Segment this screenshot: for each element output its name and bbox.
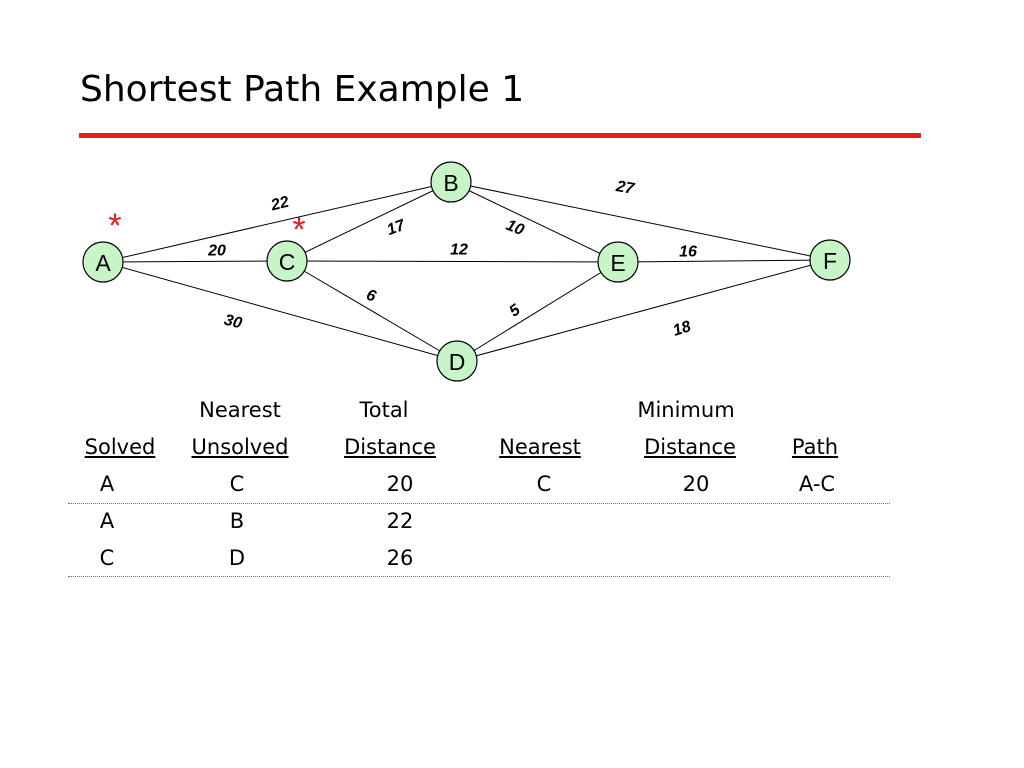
row-2-unsolved: D [228, 546, 246, 570]
edge-B-E [450, 181, 619, 263]
node-A: A [82, 241, 124, 283]
row-2-solved: C [99, 546, 115, 570]
edge-weight-D-E: 5 [506, 301, 524, 321]
edge-weight-C-E: 12 [450, 242, 468, 259]
row-0-unsolved: C [229, 472, 245, 496]
node-F: F [809, 239, 851, 281]
edge-A-B [102, 181, 452, 263]
row-0-nearest: C [536, 472, 552, 496]
node-label-E: E [610, 250, 625, 276]
node-label-F: F [823, 248, 837, 274]
node-label-C: C [279, 249, 296, 275]
header-nearest: Nearest [499, 435, 581, 459]
edge-C-B [286, 181, 452, 262]
node-label-B: B [443, 170, 458, 196]
node-label-A: A [95, 250, 111, 276]
graph-diagram: 22 20 30 17 12 6 10 27 16 5 18 * * A B C D E F [82, 161, 851, 382]
edge-B-F [450, 181, 831, 261]
slide-title: Shortest Path Example 1 [80, 69, 525, 110]
row-0-solved: A [99, 472, 115, 496]
header-total-line1: Total [359, 398, 409, 422]
edge-weight-A-D: 30 [222, 312, 243, 333]
row-1-total: 22 [386, 509, 414, 533]
edge-weight-E-F: 16 [679, 244, 697, 261]
header-min-distance: Distance [644, 435, 736, 459]
header-solved: Solved [84, 435, 156, 459]
solved-marker-C: * [292, 211, 305, 249]
edge-E-F [617, 259, 831, 263]
node-C: C [266, 240, 308, 282]
row-divider [68, 503, 890, 504]
edge-weight-C-B: 17 [385, 217, 409, 239]
header-minimum-line1: Minimum [637, 398, 735, 422]
edge-weight-B-F: 27 [614, 178, 637, 198]
header-unsolved: Unsolved [191, 435, 289, 459]
edge-D-E [456, 261, 619, 362]
edge-D-F [456, 259, 831, 362]
row-divider [68, 576, 890, 577]
edge-A-C [102, 260, 288, 263]
row-0-total: 20 [386, 472, 414, 496]
edge-weight-D-F: 18 [671, 318, 693, 340]
edge-weight-B-E: 10 [504, 217, 527, 239]
solved-marker-A: * [108, 207, 121, 245]
row-1-solved: A [99, 509, 115, 533]
edge-weight-C-D: 6 [364, 286, 378, 305]
edge-weight-A-B: 22 [268, 194, 290, 215]
header-distance: Distance [344, 435, 436, 459]
header-path: Path [791, 435, 839, 459]
node-label-D: D [449, 349, 466, 375]
node-D: D [436, 340, 478, 382]
header-nearest-line1: Nearest [199, 398, 281, 422]
node-B: B [430, 161, 472, 203]
row-0-path: A-C [798, 472, 836, 496]
edge-weight-A-C: 20 [207, 243, 226, 260]
edge-C-D [286, 260, 458, 362]
node-E: E [597, 241, 639, 283]
row-1-unsolved: B [229, 509, 245, 533]
edge-A-D [102, 261, 458, 362]
row-0-min: 20 [682, 472, 710, 496]
edge-C-E [286, 260, 619, 263]
row-2-total: 26 [386, 546, 414, 570]
title-underline [79, 133, 921, 138]
